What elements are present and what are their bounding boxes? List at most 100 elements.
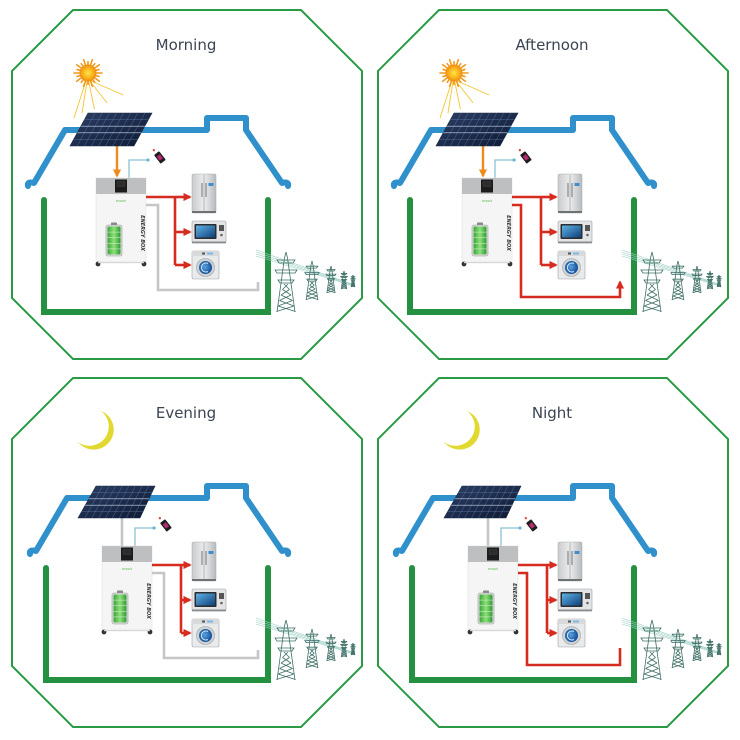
utility-grid bbox=[621, 249, 722, 313]
pylon-legs bbox=[642, 619, 662, 681]
solar-cell-divider bbox=[442, 112, 462, 147]
panel-title: Afternoon bbox=[515, 36, 588, 54]
sun-beam bbox=[454, 80, 461, 110]
power-line bbox=[255, 623, 356, 655]
refrigerator-icon bbox=[191, 541, 217, 582]
solar-panel-icon bbox=[69, 112, 153, 147]
pylon-crossarm bbox=[691, 641, 703, 644]
microwave-controls bbox=[219, 225, 224, 231]
pylon-lattice bbox=[341, 651, 346, 654]
pylon-lattice bbox=[693, 284, 700, 289]
pylon-lattice bbox=[645, 300, 661, 307]
microwave-controls bbox=[585, 593, 590, 599]
pylon-lattice bbox=[341, 286, 347, 290]
power-pylon-icon bbox=[350, 274, 356, 288]
pylon-lattice bbox=[328, 282, 333, 286]
sun-ray bbox=[93, 76, 101, 83]
pylon-lattice bbox=[305, 663, 318, 669]
washer-display bbox=[573, 252, 579, 255]
pylon-lattice bbox=[648, 651, 655, 658]
power-line bbox=[621, 623, 722, 655]
microwave-icon bbox=[557, 588, 593, 612]
smartphone-icon bbox=[152, 148, 166, 164]
sun-ray bbox=[82, 79, 87, 88]
refrigerator-icon bbox=[557, 541, 583, 582]
pylon-crossarm bbox=[277, 279, 295, 284]
wifi-dongle-icon bbox=[518, 526, 522, 530]
pylon-lattice bbox=[306, 660, 317, 665]
pylon-lattice bbox=[326, 289, 335, 294]
house-roof bbox=[26, 483, 292, 557]
sun-ray bbox=[75, 63, 83, 70]
power-pylon-icon bbox=[691, 633, 703, 662]
microwave-icon bbox=[557, 220, 593, 244]
washing-machine-icon bbox=[191, 618, 220, 648]
pylon-lattice bbox=[279, 668, 295, 675]
power-line bbox=[621, 251, 722, 286]
power-pylon-icon bbox=[325, 265, 337, 294]
sun-ray bbox=[89, 58, 94, 67]
pylon-lattice bbox=[350, 653, 355, 656]
wifi-signal-icon bbox=[158, 516, 162, 520]
microwave-window bbox=[196, 225, 215, 238]
pylon-crossarm bbox=[350, 278, 356, 280]
pylon-lattice bbox=[327, 284, 334, 289]
pylon-legs bbox=[340, 270, 348, 290]
pylon-lattice bbox=[643, 673, 662, 680]
pylon-legs bbox=[276, 251, 296, 313]
pylon-lattice bbox=[674, 656, 683, 661]
solar-cell-divider bbox=[464, 112, 483, 147]
power-pylon-icon bbox=[325, 633, 337, 662]
solar-panel-grid bbox=[447, 485, 518, 519]
pylon-lattice bbox=[342, 649, 346, 653]
pylon-crossarm bbox=[304, 272, 320, 276]
energy-box-base bbox=[98, 262, 144, 264]
pylon-lattice bbox=[341, 285, 347, 288]
load-power-flow bbox=[518, 560, 558, 638]
energy-box-label: ENERGY BOX bbox=[139, 215, 145, 252]
pylon-lattice bbox=[648, 289, 658, 296]
power-pylon-icon bbox=[350, 642, 356, 656]
pylon-lattice bbox=[642, 305, 661, 312]
pylon-crossarm bbox=[670, 272, 686, 276]
pylon-crossarm bbox=[706, 647, 714, 649]
display-screen bbox=[122, 549, 132, 555]
pylon-lattice bbox=[707, 285, 713, 288]
pylon-lattice bbox=[642, 673, 661, 680]
load-power-flow bbox=[512, 192, 558, 270]
power-pylon-icon bbox=[640, 251, 664, 313]
sun-beam bbox=[89, 80, 108, 104]
solar-cell-divider bbox=[457, 112, 476, 147]
grid-link-idle bbox=[152, 571, 260, 660]
washer-button bbox=[202, 620, 205, 623]
panel-frame bbox=[11, 377, 363, 728]
pylon-crossarm bbox=[350, 644, 356, 646]
microwave-base bbox=[192, 241, 226, 244]
pylon-lattice bbox=[282, 289, 292, 296]
pylon-lattice bbox=[671, 663, 684, 669]
battery-charge bbox=[107, 226, 121, 255]
pylon-lattice bbox=[309, 649, 314, 654]
solar-cell-divider bbox=[464, 485, 482, 519]
pylon-lattice bbox=[674, 285, 681, 290]
sun-disc bbox=[445, 64, 463, 82]
pylon-lattice bbox=[643, 305, 662, 312]
pylon-crossarm bbox=[716, 278, 722, 280]
pylon-lattice bbox=[277, 668, 293, 675]
solar-cell-divider bbox=[457, 485, 476, 519]
sun-beam bbox=[447, 80, 454, 114]
microwave-base bbox=[558, 609, 592, 612]
pylon-crossarm bbox=[305, 265, 319, 269]
pylon-crossarm bbox=[671, 265, 685, 269]
solar-cell-divider bbox=[126, 112, 146, 147]
wifi-dongle-icon bbox=[146, 158, 150, 162]
fridge-handle bbox=[201, 183, 203, 197]
washing-machine-icon bbox=[557, 250, 586, 280]
pylon-lattice bbox=[350, 285, 355, 288]
wifi-signal-icon bbox=[524, 516, 528, 520]
solar-cell-divider bbox=[498, 485, 515, 519]
pylon-legs bbox=[350, 274, 356, 288]
power-pylon-icon bbox=[670, 260, 686, 301]
